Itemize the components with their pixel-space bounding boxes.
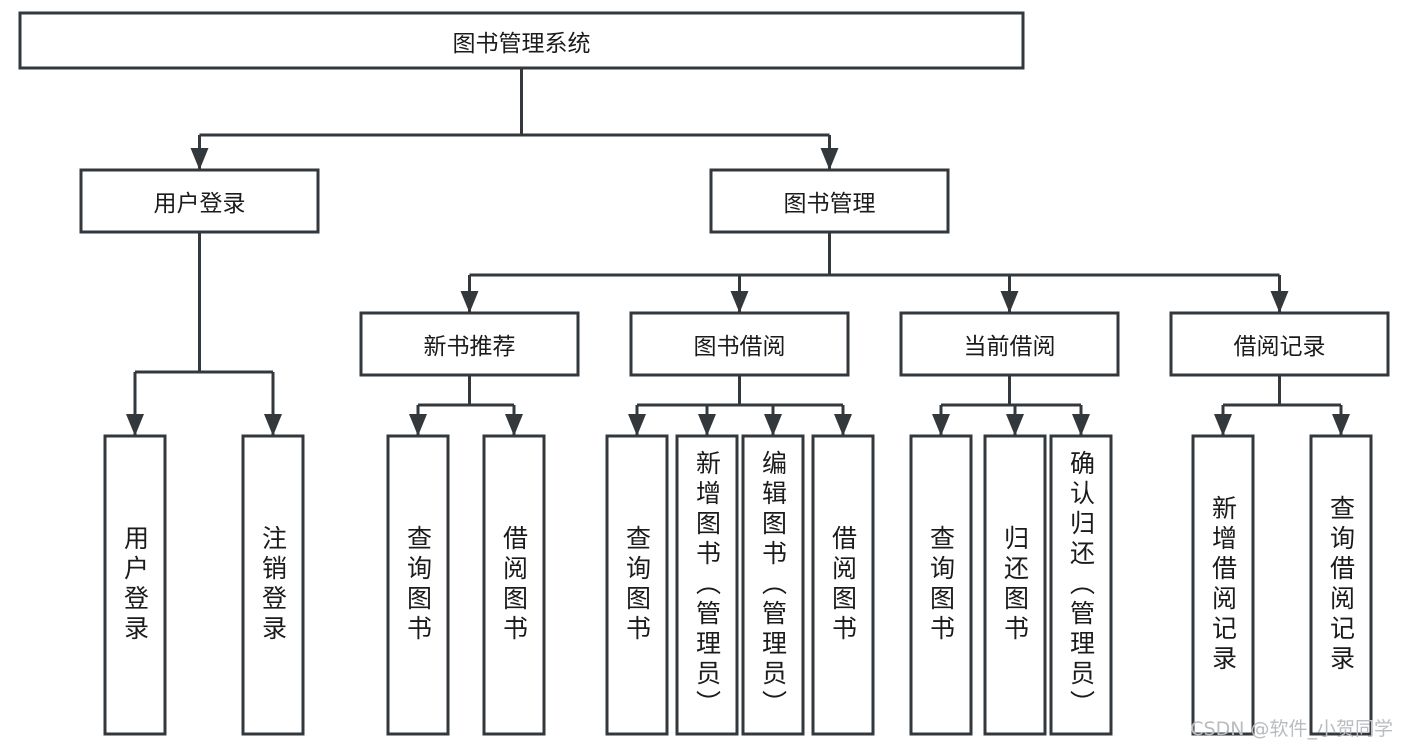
node-box-leaf-query-record[interactable] [1309, 434, 1373, 736]
arrow-head-icon [264, 414, 282, 436]
node-box-leaf-confirm-return[interactable] [1049, 434, 1113, 736]
node-box-root[interactable] [18, 11, 1025, 70]
node-box-leaf-borrow-book-2[interactable] [811, 434, 875, 736]
arrow-head-icon [834, 414, 852, 436]
arrow-head-icon [932, 414, 950, 436]
arrow-head-icon [1006, 414, 1024, 436]
node-box-leaf-query-book-2[interactable] [605, 434, 669, 736]
node-box-leaf-user-login[interactable] [103, 434, 167, 736]
node-boxes [18, 11, 1390, 736]
arrow-head-icon [1214, 414, 1232, 436]
arrow-head-icon [460, 291, 479, 313]
connector-lines [126, 68, 1350, 436]
node-box-leaf-edit-book[interactable] [741, 434, 805, 736]
arrow-head-icon [1270, 291, 1289, 313]
arrow-head-icon [628, 414, 646, 436]
node-box-leaf-user-logout[interactable] [241, 434, 305, 736]
arrow-head-icon [505, 414, 523, 436]
node-box-user-login[interactable] [79, 168, 320, 234]
node-box-borrow-record[interactable] [1169, 311, 1390, 377]
node-box-new-book-rec[interactable] [359, 311, 580, 377]
arrow-head-icon [190, 148, 209, 170]
node-box-leaf-query-book-3[interactable] [909, 434, 973, 736]
arrow-head-icon [764, 414, 782, 436]
node-box-leaf-borrow-book-1[interactable] [482, 434, 546, 736]
arrow-head-icon [730, 291, 749, 313]
node-box-leaf-add-book[interactable] [675, 434, 739, 736]
arrow-head-icon [409, 414, 427, 436]
arrow-head-icon [1000, 291, 1019, 313]
arrow-head-icon [126, 414, 144, 436]
node-box-book-borrow[interactable] [629, 311, 850, 377]
node-box-book-manage[interactable] [709, 168, 950, 234]
arrow-head-icon [1072, 414, 1090, 436]
node-box-current-borrow[interactable] [899, 311, 1120, 377]
arrow-head-icon [1332, 414, 1350, 436]
node-box-leaf-add-record[interactable] [1191, 434, 1255, 736]
node-box-leaf-return-book[interactable] [983, 434, 1047, 736]
node-box-leaf-query-book-1[interactable] [386, 434, 450, 736]
arrow-head-icon [820, 148, 839, 170]
watermark-text: CSDN @软件_小贺同学 [1190, 718, 1393, 740]
arrow-head-icon [698, 414, 716, 436]
